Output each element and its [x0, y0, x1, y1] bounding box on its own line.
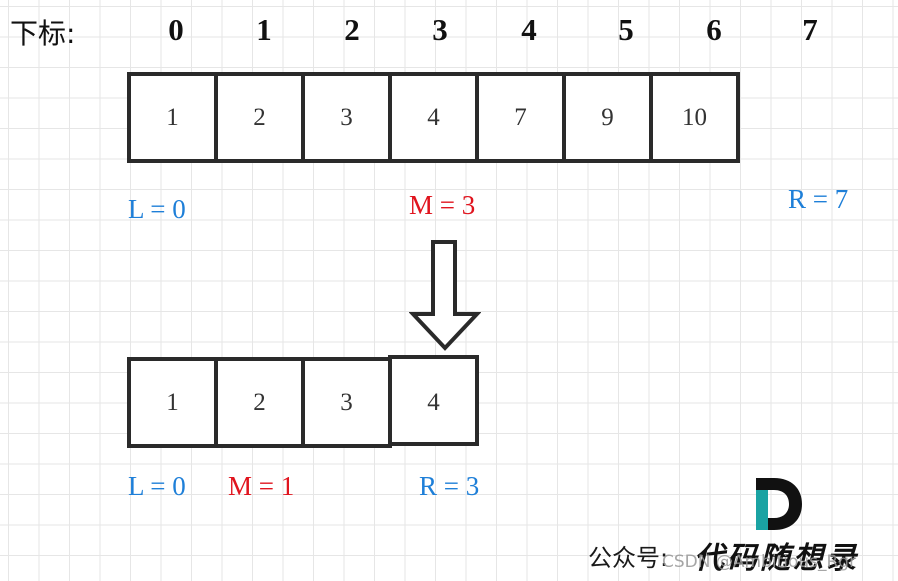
index-7: 7 [802, 12, 818, 47]
array-cell: 7 [475, 72, 566, 163]
index-3: 3 [432, 12, 448, 47]
pointer-right-top: R = 7 [788, 184, 849, 214]
array-top: 1 2 3 4 7 9 10 [127, 72, 740, 163]
array-cell: 2 [214, 357, 305, 448]
array-bottom: 1 2 3 4 [127, 355, 479, 448]
array-cell: 1 [127, 357, 218, 448]
down-arrow-icon [409, 240, 481, 351]
array-cell: 10 [649, 72, 740, 163]
index-label: 下标: [10, 17, 76, 50]
index-4: 4 [521, 12, 537, 47]
array-cell: 4 [388, 72, 479, 163]
index-1: 1 [256, 12, 272, 47]
pointer-mid-top: M = 3 [409, 190, 476, 220]
pointer-mid-bottom: M = 1 [228, 471, 295, 501]
pointer-left-bottom: L = 0 [128, 471, 186, 501]
index-5: 5 [618, 12, 634, 47]
array-cell: 4 [388, 355, 479, 446]
array-cell: 1 [127, 72, 218, 163]
watermark-brand: 代码随想录 [694, 541, 859, 576]
index-0: 0 [168, 12, 184, 47]
pointer-left-top: L = 0 [128, 194, 186, 224]
pointer-right-bottom: R = 3 [419, 471, 480, 501]
index-6: 6 [706, 12, 722, 47]
array-cell: 2 [214, 72, 305, 163]
watermark-csdn: CSDN @Ambitious_Rgr [662, 552, 857, 572]
index-2: 2 [344, 12, 360, 47]
watermark-label: 公众号: [588, 544, 669, 572]
array-cell: 9 [562, 72, 653, 163]
logo-icon [756, 478, 802, 530]
array-cell: 3 [301, 357, 392, 448]
array-cell: 3 [301, 72, 392, 163]
